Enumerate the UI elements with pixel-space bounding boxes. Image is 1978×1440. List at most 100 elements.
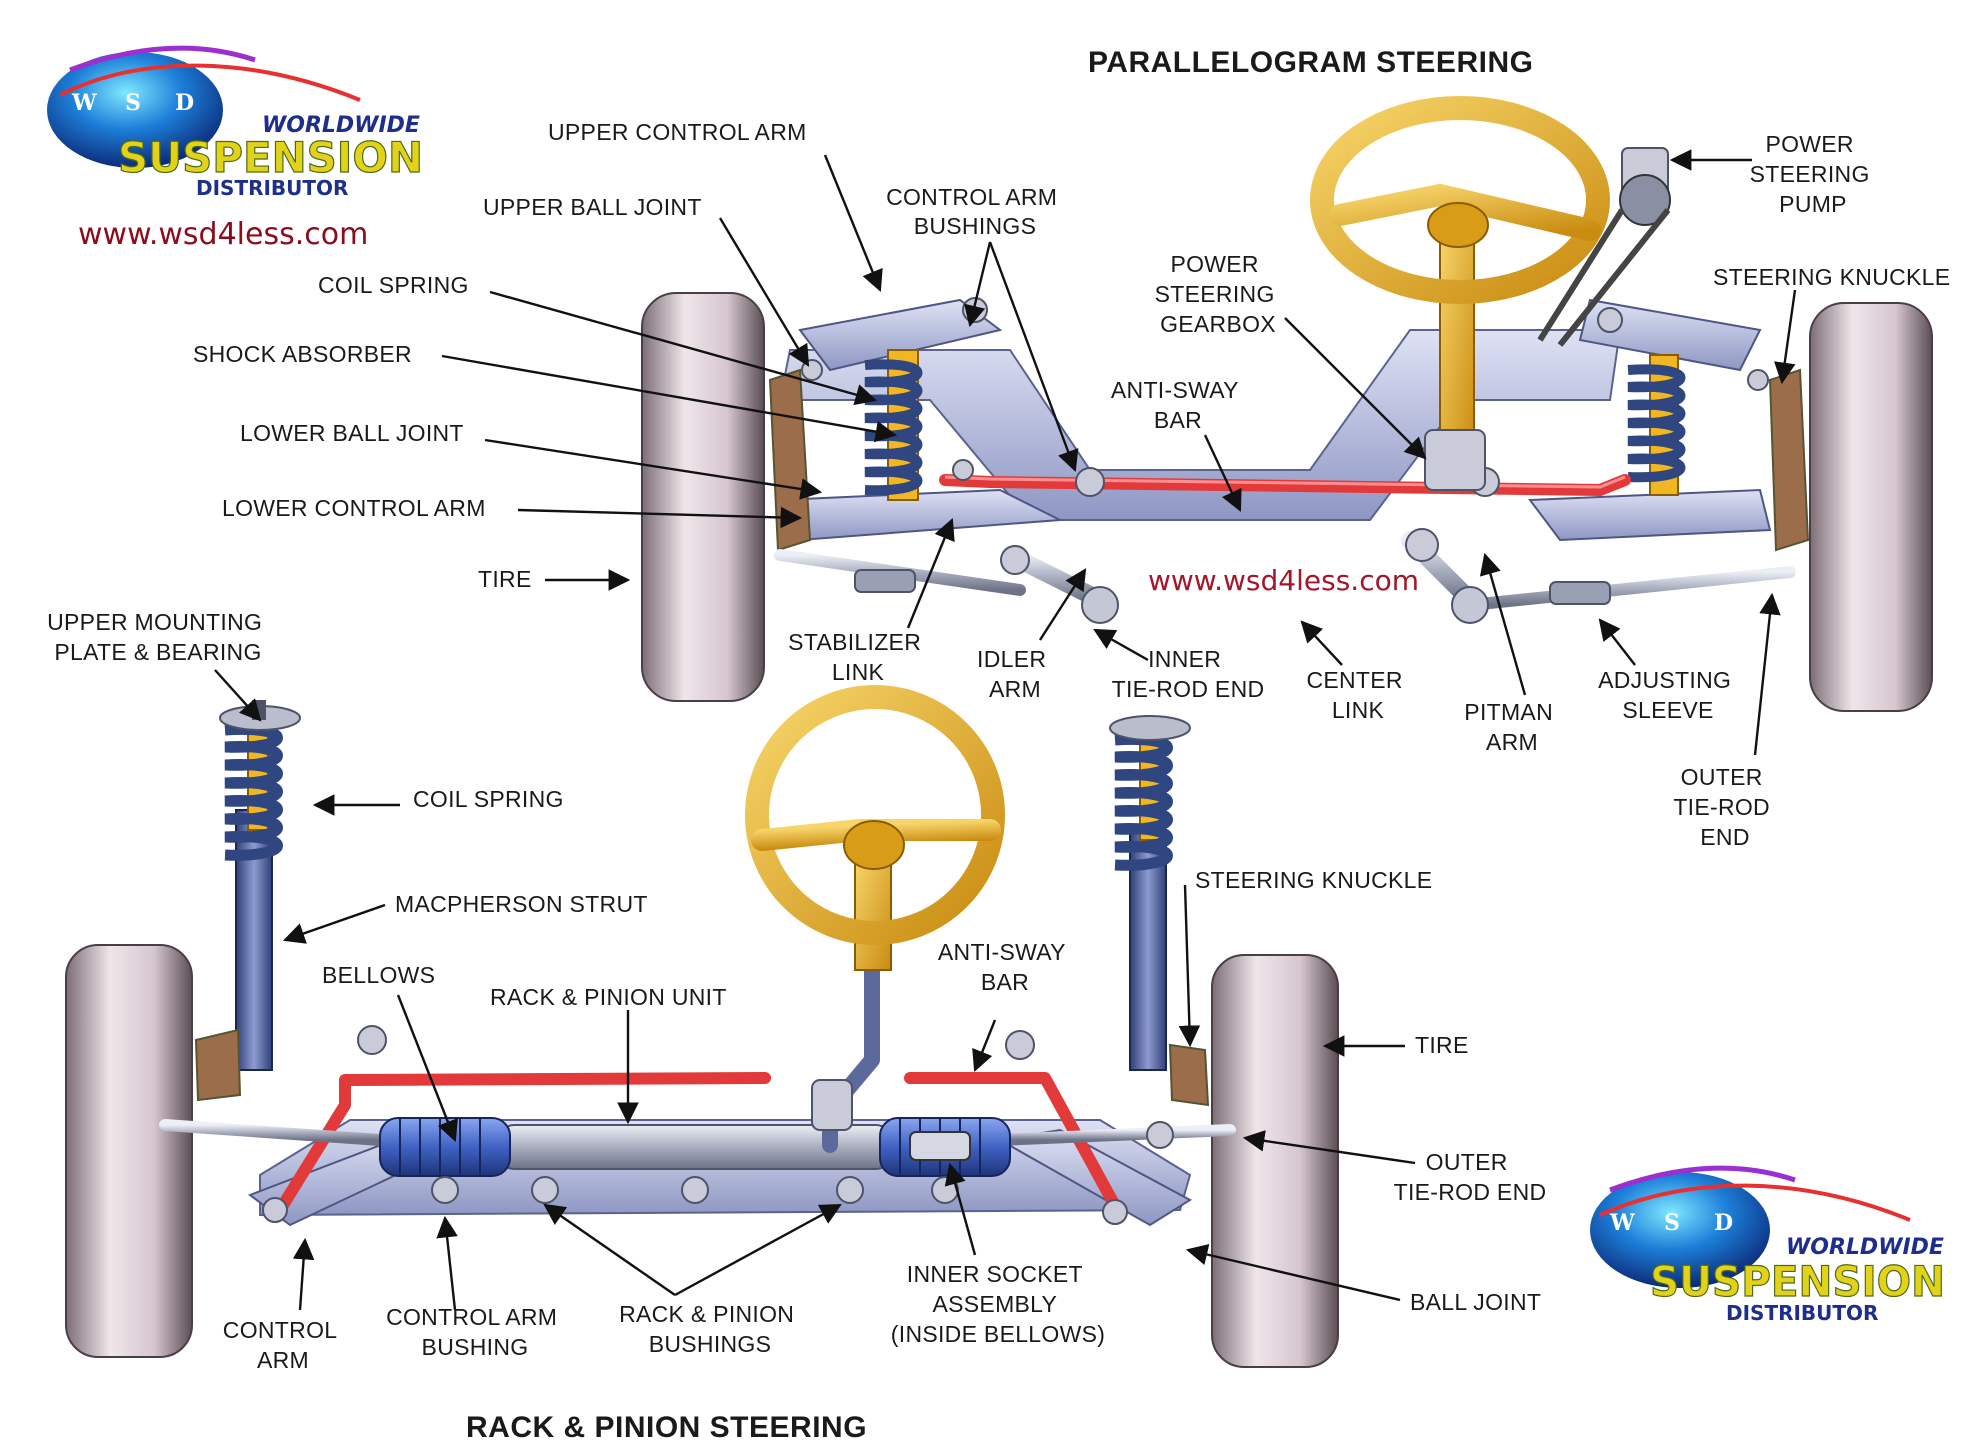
upper-control-arm-shape: [798, 298, 1003, 372]
sway-link-right: [1005, 1030, 1035, 1060]
outer-tie-rod-end-shape: [1146, 1121, 1174, 1149]
label-steering-knuckle-bottom: STEERING KNUCKLE: [1195, 867, 1432, 893]
tie-rod-bottom-right: [994, 1124, 1236, 1146]
pump-pulley: [1619, 174, 1671, 226]
label-control-arm: CONTROL ARM: [223, 1317, 343, 1373]
logo-letter-s: S: [125, 90, 141, 116]
pinion-housing: [811, 1079, 853, 1131]
title-rack-pinion-steering: RACK & PINION STEERING: [466, 1411, 867, 1440]
steering-hub-bottom: [843, 820, 905, 870]
adjusting-sleeve-right: [1549, 581, 1611, 605]
steering-column-top: [1439, 229, 1475, 461]
orbit-swoosh-red: [59, 63, 361, 102]
logo-worldwide: WORLDWIDE: [262, 113, 420, 138]
logo-letter-d: D: [175, 90, 194, 116]
mount-stud: [252, 700, 266, 720]
logo-suspension: SUSPENSION: [118, 133, 423, 182]
label-upper-ball-joint: UPPER BALL JOINT: [483, 194, 702, 220]
logo2-letter-d: D: [1714, 1210, 1733, 1236]
steering-wheel-bottom: [745, 685, 1005, 945]
label-anti-sway-bar-bottom: ANTI-SWAY BAR: [938, 939, 1072, 995]
label-idler-arm: IDLER ARM: [977, 646, 1053, 702]
label-coil-spring-top: COIL SPRING: [318, 272, 469, 298]
right-front-tire: [1809, 302, 1933, 712]
label-coil-spring-bottom: COIL SPRING: [413, 786, 564, 812]
coil-spring-left: [864, 359, 923, 496]
logo2-worldwide: WORLDWIDE: [1786, 1235, 1944, 1260]
parallelogram-assembly: [641, 96, 1933, 712]
label-bellows: BELLOWS: [322, 962, 435, 988]
tie-rod-bottom-left: [159, 1119, 386, 1146]
anti-sway-bar-bottom-right: [904, 1072, 1126, 1221]
logo-letter-w: W: [71, 90, 97, 116]
label-center-link: CENTER LINK: [1306, 667, 1409, 723]
label-lower-control-arm: LOWER CONTROL ARM: [222, 495, 486, 521]
label-tire-bottom: TIRE: [1415, 1032, 1469, 1058]
sway-link-left: [357, 1025, 387, 1055]
logo2-letter-w: W: [1609, 1210, 1635, 1236]
label-lower-ball-joint: LOWER BALL JOINT: [240, 420, 464, 446]
coil-spring-bottom-right: [1114, 733, 1173, 871]
orbit-swoosh-purple: [69, 45, 256, 73]
orbit-swoosh-purple-2: [1609, 1165, 1796, 1193]
label-power-steering-pump: POWER STEERING PUMP: [1750, 131, 1877, 217]
part-labels: UPPER CONTROL ARM UPPER BALL JOINT COIL …: [47, 119, 1950, 1373]
logo2-letter-s: S: [1664, 1210, 1680, 1236]
inner-tie-rod-end-right: [1451, 586, 1489, 624]
adjusting-sleeve-left: [854, 569, 916, 593]
logo-bottom-right: W S D WORLDWIDE SUSPENSION DISTRIBUTOR: [1590, 1165, 1946, 1325]
label-upper-mounting-plate: UPPER MOUNTING PLATE & BEARING: [47, 609, 269, 665]
label-inner-socket-assembly: INNER SOCKET ASSEMBLY (INSIDE BELLOWS): [891, 1261, 1105, 1347]
label-shock-absorber: SHOCK ABSORBER: [193, 341, 412, 367]
label-anti-sway-bar-top: ANTI-SWAY BAR: [1111, 377, 1245, 433]
steering-column-bottom: [854, 859, 892, 971]
logo-top-left: W S D WORLDWIDE SUSPENSION DISTRIBUTOR: [47, 45, 424, 200]
bellows-left-shape: [379, 1117, 511, 1177]
upper-control-arm-right-shape: [1578, 298, 1762, 372]
rack-pinion-assembly: [65, 685, 1339, 1368]
steering-wheel-spokes-top: [1329, 183, 1601, 241]
coil-spring-bottom-left: [224, 723, 283, 861]
label-outer-tie-rod-end-top: OUTER TIE-ROD END: [1673, 764, 1776, 850]
right-tire-bottom: [1211, 954, 1339, 1368]
lower-control-arm-right-shape: [1528, 488, 1772, 542]
coil-spring-right: [1627, 364, 1686, 483]
knuckle-bottom-left: [194, 1028, 242, 1102]
anti-sway-bar-bottom-left: [274, 1072, 771, 1216]
label-steering-knuckle-top: STEERING KNUCKLE: [1713, 264, 1950, 290]
inner-socket-shape: [909, 1131, 971, 1161]
left-front-tire: [641, 292, 765, 702]
leader-lines: [214, 149, 1797, 1311]
pump-belt: [1537, 208, 1671, 347]
label-adjusting-sleeve: ADJUSTING SLEEVE: [1598, 667, 1738, 723]
steering-hub-top: [1427, 202, 1489, 248]
title-parallelogram-steering: PARALLELOGRAM STEERING: [1088, 46, 1533, 79]
label-rack-pinion-bushings: RACK & PINION BUSHINGS: [619, 1301, 801, 1357]
label-pitman-arm: PITMAN ARM: [1464, 699, 1559, 755]
label-stabilizer-link: STABILIZER LINK: [788, 629, 928, 685]
label-inner-tie-rod-end: INNER TIE-ROD END: [1112, 646, 1265, 702]
label-outer-tie-rod-end-bottom: OUTER TIE-ROD END: [1394, 1149, 1547, 1205]
label-control-arm-bushing: CONTROL ARM BUSHING: [386, 1304, 564, 1360]
label-upper-control-arm: UPPER CONTROL ARM: [548, 119, 807, 145]
logo2-distributor: DISTRIBUTOR: [1726, 1301, 1878, 1325]
inner-tie-rod-end-left: [1081, 586, 1119, 624]
power-steering-gearbox-shape: [1424, 429, 1486, 491]
website-url[interactable]: www.wsd4less.com: [78, 217, 368, 252]
logo2-suspension: SUSPENSION: [1650, 1257, 1945, 1306]
anti-sway-bar-top: [939, 474, 1631, 497]
label-control-arm-bushings: CONTROL ARM BUSHINGS: [886, 184, 1064, 239]
steering-knuckle-right: [1768, 368, 1810, 552]
website-watermark: www.wsd4less.com: [1148, 564, 1419, 597]
orbit-swoosh-red-2: [1599, 1183, 1911, 1222]
steering-wheel-top: [1310, 96, 1610, 304]
upper-mount-right: [1109, 715, 1191, 741]
label-rack-pinion-unit: RACK & PINION UNIT: [490, 984, 727, 1010]
logo-distributor: DISTRIBUTOR: [196, 176, 348, 200]
label-tire-top: TIRE: [478, 566, 532, 592]
label-macpherson-strut: MACPHERSON STRUT: [395, 891, 648, 917]
label-ball-joint: BALL JOINT: [1410, 1289, 1541, 1315]
label-power-steering-gearbox: POWER STEERING GEARBOX: [1155, 251, 1282, 337]
knuckle-bottom-right: [1168, 1043, 1210, 1107]
